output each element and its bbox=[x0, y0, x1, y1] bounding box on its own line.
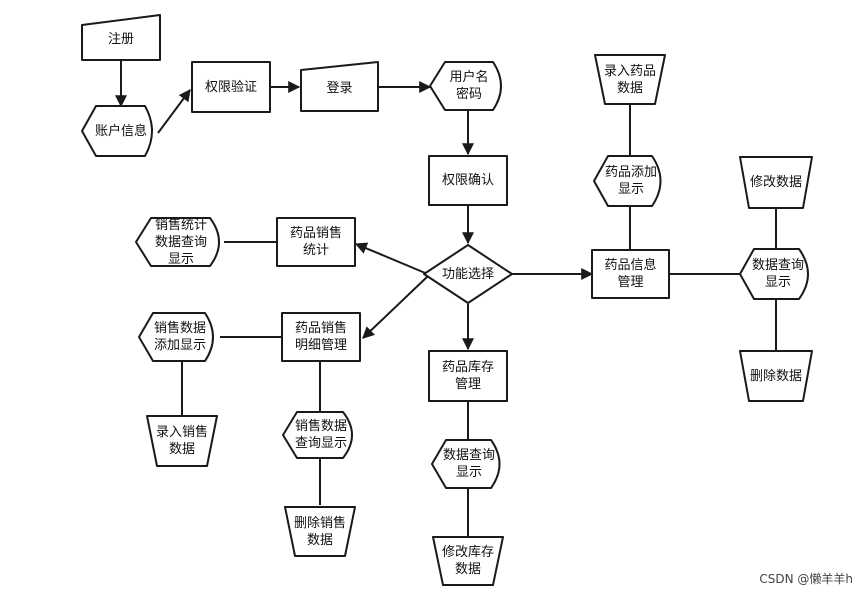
process-sales-stats bbox=[276, 217, 356, 267]
display-sales-query bbox=[282, 411, 353, 459]
watermark: CSDN @懒羊羊h bbox=[759, 572, 853, 586]
edge-select-detail bbox=[362, 275, 429, 339]
manual-input-register bbox=[81, 14, 161, 61]
process-sales-detail bbox=[281, 312, 361, 362]
display-drug-add bbox=[593, 155, 662, 207]
display-info-query bbox=[739, 248, 809, 300]
display-stock-query bbox=[431, 439, 501, 489]
manual-op-modify-data bbox=[739, 156, 813, 209]
manual-op-sales-entry bbox=[146, 415, 218, 467]
manual-input-login bbox=[300, 61, 379, 112]
manual-op-drug-entry bbox=[594, 54, 666, 105]
edges bbox=[115, 60, 777, 536]
edge-select-stats bbox=[354, 242, 431, 276]
process-drug-info bbox=[591, 249, 670, 299]
process-permission-verify bbox=[191, 61, 271, 113]
manual-op-sales-delete bbox=[284, 506, 356, 557]
manual-op-delete-data bbox=[739, 350, 813, 402]
shapes bbox=[81, 14, 813, 586]
display-sales-stats bbox=[135, 217, 220, 267]
process-stock-mgmt bbox=[428, 350, 508, 402]
display-sales-add bbox=[138, 312, 214, 362]
process-permission-confirm bbox=[428, 155, 508, 206]
decision-function-select bbox=[423, 244, 513, 304]
display-credentials bbox=[429, 61, 502, 111]
manual-op-stock-modify bbox=[432, 536, 504, 586]
edge-account-permission bbox=[157, 89, 191, 134]
display-account-info bbox=[81, 105, 153, 157]
